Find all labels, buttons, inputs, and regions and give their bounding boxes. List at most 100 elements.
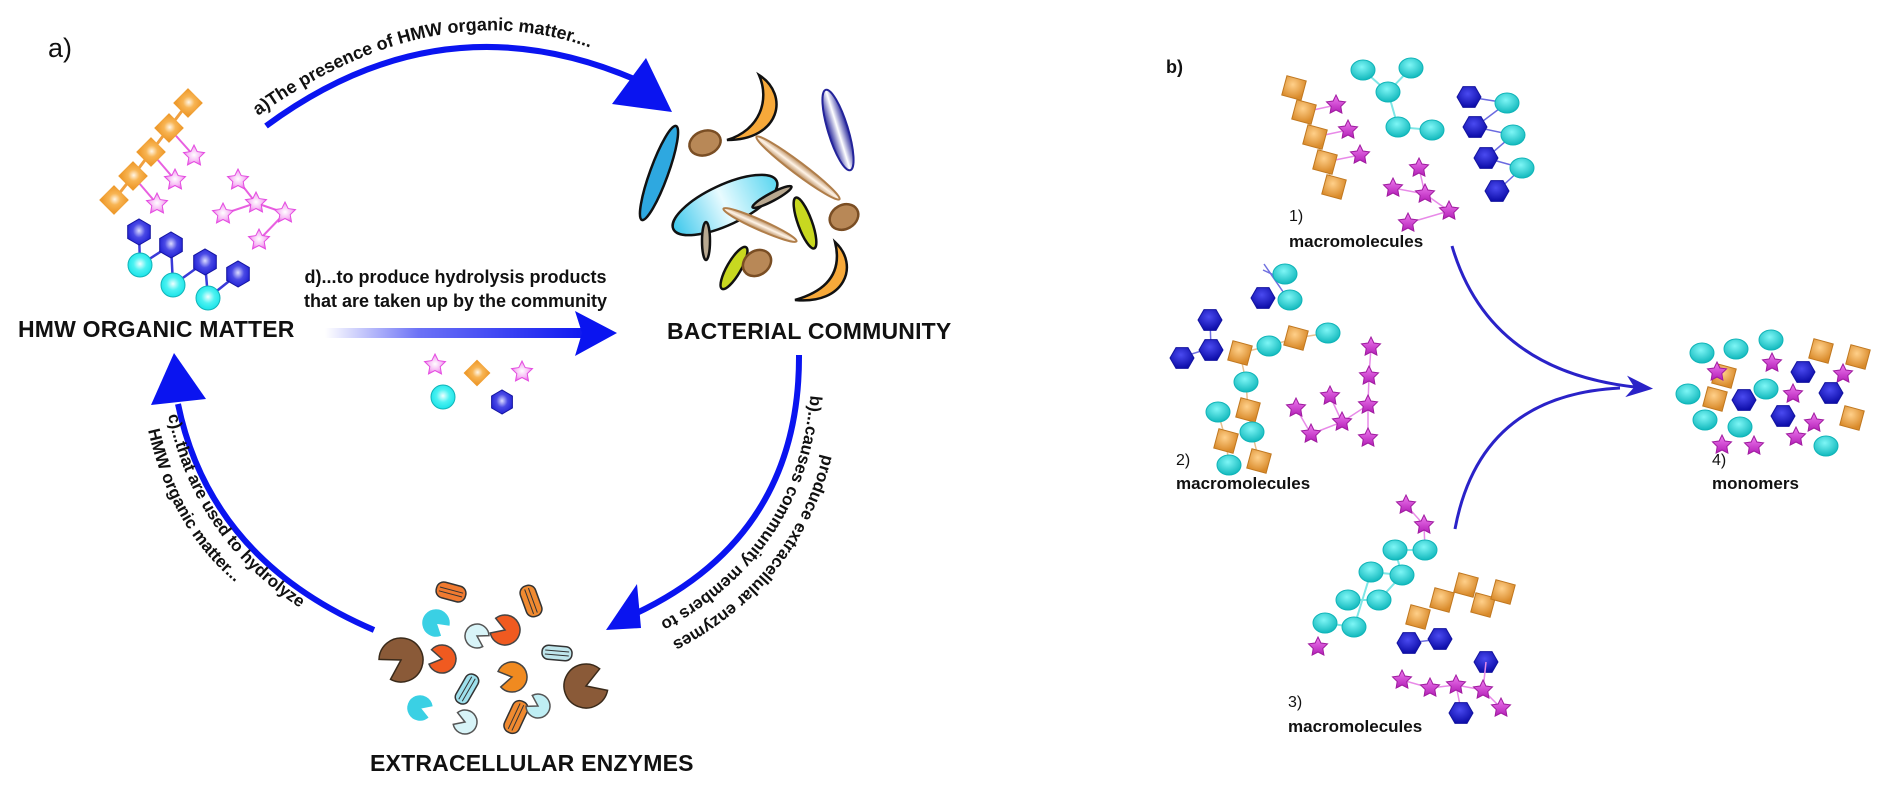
bacterium-yellow-rod [719, 245, 749, 291]
hexagon-sugar-icon [491, 389, 513, 415]
star-sugar-icon [1285, 396, 1307, 418]
star-sugar-icon [1832, 362, 1854, 384]
star-sugar-icon [145, 191, 169, 214]
arrow-d-shaft [325, 328, 593, 338]
square-sugar-icon [1213, 428, 1239, 454]
enzyme-barrel-stripe [461, 678, 476, 702]
arrow-d-hydrolysis-products [325, 311, 617, 356]
hexagon-sugar-icon [1198, 339, 1224, 361]
enzyme-barrel-icon [435, 581, 467, 603]
square-sugar-icon [173, 88, 203, 118]
star-sugar-icon [1419, 676, 1441, 698]
square-sugar-icon [1808, 338, 1834, 364]
hexagon-sugar-icon [1427, 628, 1453, 650]
circle-sugar-icon [1689, 342, 1715, 364]
circle-sugar-icon [195, 285, 221, 311]
enzyme-barrel-stripe [439, 586, 464, 594]
circle-sugar-icon [160, 272, 186, 298]
circle-sugar-icon [1358, 561, 1384, 583]
enzyme-icon [452, 709, 478, 735]
bacterial-community-illustration [638, 71, 860, 302]
circle-sugar-icon [1256, 335, 1282, 357]
circle-sugar-icon [1412, 539, 1438, 561]
panel-b-illustration [1169, 57, 1871, 724]
star-sugar-icon [247, 227, 271, 250]
circle-sugar-icon [1335, 589, 1361, 611]
hexagon-sugar-icon [1790, 361, 1816, 383]
circle-sugar-icon [1315, 322, 1341, 344]
panel-b-tag: b) [1166, 57, 1183, 77]
group-4-label: monomers [1712, 474, 1799, 493]
convergence-arrows [1450, 245, 1654, 530]
enzyme-barrel-icon [541, 644, 573, 662]
circle-sugar-icon [1385, 116, 1411, 138]
star-sugar-icon [1307, 635, 1329, 657]
step-c-label-line2: HMW organic matter... [144, 427, 245, 586]
star-sugar-icon [1397, 211, 1419, 233]
group-3-label: macromolecules [1288, 717, 1423, 736]
star-sugar-icon [1349, 143, 1371, 165]
hexagon-sugar-icon [1456, 86, 1482, 108]
arrow-a-hmw-to-bacteria [264, 43, 672, 129]
bacterium-cyan-rod [638, 124, 680, 222]
bacterium-tan-rod [755, 135, 841, 201]
enzyme-barrel-stripe [524, 589, 535, 615]
hexagon-sugar-icon [1169, 347, 1195, 369]
arrow-c-enzymes-to-hmw [151, 353, 376, 633]
star-sugar-icon [1360, 335, 1382, 357]
bacterium-large-rod [671, 173, 779, 237]
group-1-number: 1) [1289, 208, 1304, 225]
star-sugar-icon [1782, 382, 1804, 404]
circle-sugar-icon [1675, 383, 1701, 405]
square-sugar-icon [118, 161, 148, 191]
enzyme-icon [525, 693, 551, 719]
enzyme-barrel-body [503, 699, 529, 735]
circle-sugar-icon [1350, 59, 1376, 81]
arrow-b-shaft [626, 354, 803, 620]
circle-sugar-icon [1233, 371, 1259, 393]
square-sugar-icon [136, 137, 166, 167]
square-sugar-icon [1845, 344, 1871, 370]
circle-sugar-icon [1753, 378, 1779, 400]
circle-sugar-icon [1272, 263, 1298, 285]
star-sugar-icon [1408, 156, 1430, 178]
enzyme-icon [563, 663, 609, 709]
enzyme-icon [428, 644, 457, 674]
circle-sugar-icon [1312, 612, 1338, 634]
star-sugar-icon [1706, 360, 1728, 382]
star-sugar-icon [1337, 118, 1359, 140]
enzyme-barrel-icon [454, 673, 480, 705]
star-sugar-icon [1785, 425, 1807, 447]
enzyme-barrel-body [435, 581, 467, 603]
square-sugar-icon [1283, 325, 1309, 351]
enzyme-barrel-body [454, 673, 480, 705]
star-sugar-icon [1711, 433, 1733, 455]
hexagon-sugar-icon [1473, 147, 1499, 169]
bacterium-blue-rod [821, 88, 855, 172]
star-sugar-icon [1761, 351, 1783, 373]
circle-sugar-icon [1216, 454, 1242, 476]
node-extracellular-enzymes: EXTRACELLULAR ENZYMES [370, 750, 694, 776]
star-sugar-icon [273, 200, 297, 223]
hexagon-sugar-icon [127, 218, 151, 246]
enzyme-barrel-stripe [544, 653, 569, 657]
circle-sugar-icon [1398, 57, 1424, 79]
step-d-label-line2: that are taken up by the community [304, 291, 608, 311]
arrow-lower [1453, 386, 1621, 530]
circle-sugar-icon [1389, 564, 1415, 586]
enzyme-icon [407, 695, 433, 721]
enzyme-barrel-stripe [545, 649, 570, 653]
star-sugar-icon [1391, 668, 1413, 690]
group-4-number: 4) [1712, 452, 1727, 469]
square-sugar-icon [1235, 397, 1261, 423]
circle-sugar-icon [127, 252, 153, 278]
bacterium-coccus [688, 129, 722, 157]
enzyme-icon [497, 661, 528, 693]
star-sugar-icon [1445, 673, 1467, 695]
star-sugar-icon [1803, 411, 1825, 433]
square-sugar-icon [99, 185, 129, 215]
enzyme-barrel-stripe [527, 587, 538, 613]
square-sugar-icon [1227, 340, 1253, 366]
star-sugar-icon [211, 201, 235, 224]
